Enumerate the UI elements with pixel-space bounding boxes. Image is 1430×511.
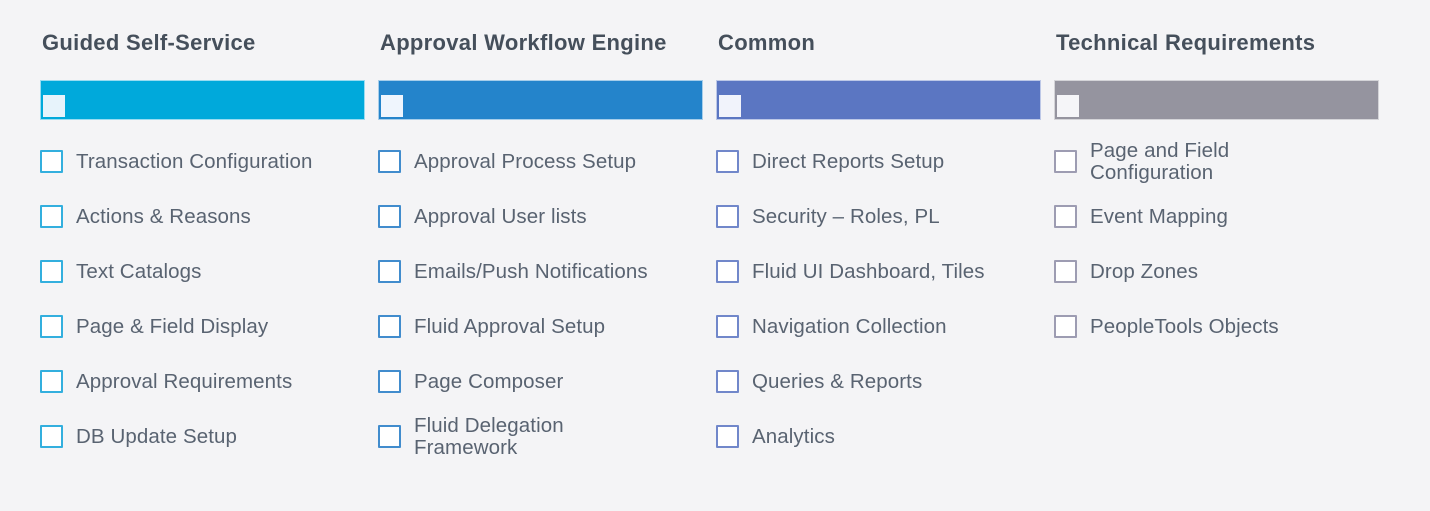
checklist-item: Queries & Reports bbox=[716, 354, 1041, 409]
checklist-item: Transaction Configuration bbox=[40, 134, 365, 189]
checklist-item-label: Fluid Delegation Framework bbox=[414, 413, 564, 459]
checkbox[interactable] bbox=[716, 150, 739, 173]
bar-start-chip bbox=[381, 95, 403, 117]
checkbox[interactable] bbox=[378, 205, 401, 228]
checklist-item: Drop Zones bbox=[1054, 244, 1379, 299]
checkbox[interactable] bbox=[716, 205, 739, 228]
checklist-item: Analytics bbox=[716, 409, 1041, 464]
bar-start-chip bbox=[1057, 95, 1079, 117]
checkbox[interactable] bbox=[1054, 260, 1077, 283]
checklist-item-label: Actions & Reasons bbox=[76, 204, 251, 228]
checklist-item: PeopleTools Objects bbox=[1054, 299, 1379, 354]
checklist-item: Page Composer bbox=[378, 354, 703, 409]
checklist-item-label: PeopleTools Objects bbox=[1090, 314, 1279, 338]
checklist-items: Direct Reports Setup Security – Roles, P… bbox=[716, 134, 1041, 464]
checklist-item-label: Drop Zones bbox=[1090, 259, 1199, 283]
checklist-item: Text Catalogs bbox=[40, 244, 365, 299]
checkbox[interactable] bbox=[1054, 315, 1077, 338]
checklist-item: Event Mapping bbox=[1054, 189, 1379, 244]
checklist-item: Actions & Reasons bbox=[40, 189, 365, 244]
checklist-item: Approval User lists bbox=[378, 189, 703, 244]
column-title: Approval Workflow Engine bbox=[380, 30, 667, 55]
category-column: Technical Requirements Page and Field Co… bbox=[1054, 0, 1379, 511]
checkbox[interactable] bbox=[378, 150, 401, 173]
checklist-item-label: Page & Field Display bbox=[76, 314, 269, 338]
checklist-item-label: Navigation Collection bbox=[752, 314, 947, 338]
checklist-item-label: Page and Field Configuration bbox=[1090, 138, 1230, 184]
category-column: Guided Self-Service Transaction Configur… bbox=[40, 0, 365, 511]
checkbox[interactable] bbox=[378, 370, 401, 393]
checklist-items: Approval Process Setup Approval User lis… bbox=[378, 134, 703, 464]
checklist-item-label: Emails/Push Notifications bbox=[414, 259, 648, 283]
checklist-item-label: Fluid Approval Setup bbox=[414, 314, 606, 338]
checklist-item: DB Update Setup bbox=[40, 409, 365, 464]
checkbox[interactable] bbox=[1054, 205, 1077, 228]
checklist-item: Fluid Delegation Framework bbox=[378, 409, 703, 464]
checkbox[interactable] bbox=[378, 315, 401, 338]
checklist-item-label: Event Mapping bbox=[1090, 204, 1229, 228]
checklist-items: Page and Field Configuration Event Mappi… bbox=[1054, 134, 1379, 354]
checkbox[interactable] bbox=[1054, 150, 1077, 173]
checklist-item-label: Approval Requirements bbox=[76, 369, 293, 393]
checklist-item: Approval Process Setup bbox=[378, 134, 703, 189]
category-column: Approval Workflow Engine Approval Proces… bbox=[378, 0, 703, 511]
column-title: Guided Self-Service bbox=[42, 30, 256, 55]
checklist-item-label: DB Update Setup bbox=[76, 424, 238, 448]
checklist-item-label: Page Composer bbox=[414, 369, 564, 393]
checkbox[interactable] bbox=[716, 260, 739, 283]
checkbox[interactable] bbox=[716, 315, 739, 338]
checklist-item-label: Analytics bbox=[752, 424, 835, 448]
checkbox[interactable] bbox=[378, 260, 401, 283]
checklist-item: Security – Roles, PL bbox=[716, 189, 1041, 244]
checklist-item: Navigation Collection bbox=[716, 299, 1041, 354]
checklist-item-label: Text Catalogs bbox=[76, 259, 202, 283]
category-progress-bar bbox=[716, 80, 1041, 120]
checklist-item-label: Approval User lists bbox=[414, 204, 587, 228]
checklist-item-label: Approval Process Setup bbox=[414, 149, 637, 173]
checkbox[interactable] bbox=[378, 425, 401, 448]
checkbox[interactable] bbox=[716, 425, 739, 448]
checklist-item-label: Direct Reports Setup bbox=[752, 149, 945, 173]
checklist-item: Fluid Approval Setup bbox=[378, 299, 703, 354]
checkbox[interactable] bbox=[40, 315, 63, 338]
checklist-item: Approval Requirements bbox=[40, 354, 365, 409]
checklist-item: Page & Field Display bbox=[40, 299, 365, 354]
checklist-item: Emails/Push Notifications bbox=[378, 244, 703, 299]
category-progress-bar bbox=[1054, 80, 1379, 120]
checkbox[interactable] bbox=[716, 370, 739, 393]
column-title: Technical Requirements bbox=[1056, 30, 1316, 55]
category-progress-bar bbox=[378, 80, 703, 120]
checkbox[interactable] bbox=[40, 260, 63, 283]
checklist-item-label: Fluid UI Dashboard, Tiles bbox=[752, 259, 985, 283]
checklist-item-label: Transaction Configuration bbox=[76, 149, 313, 173]
checklist-item-label: Security – Roles, PL bbox=[752, 204, 940, 228]
checkbox[interactable] bbox=[40, 370, 63, 393]
checkbox[interactable] bbox=[40, 150, 63, 173]
category-progress-bar bbox=[40, 80, 365, 120]
checklist-item: Fluid UI Dashboard, Tiles bbox=[716, 244, 1041, 299]
checkbox[interactable] bbox=[40, 205, 63, 228]
checklist-item: Page and Field Configuration bbox=[1054, 134, 1379, 189]
checklist-item-label: Queries & Reports bbox=[752, 369, 923, 393]
checklist-item: Direct Reports Setup bbox=[716, 134, 1041, 189]
category-column: Common Direct Reports Setup Security – R… bbox=[716, 0, 1041, 511]
bar-start-chip bbox=[719, 95, 741, 117]
checkbox[interactable] bbox=[40, 425, 63, 448]
bar-start-chip bbox=[43, 95, 65, 117]
checklist-items: Transaction Configuration Actions & Reas… bbox=[40, 134, 365, 464]
column-title: Common bbox=[718, 30, 816, 55]
